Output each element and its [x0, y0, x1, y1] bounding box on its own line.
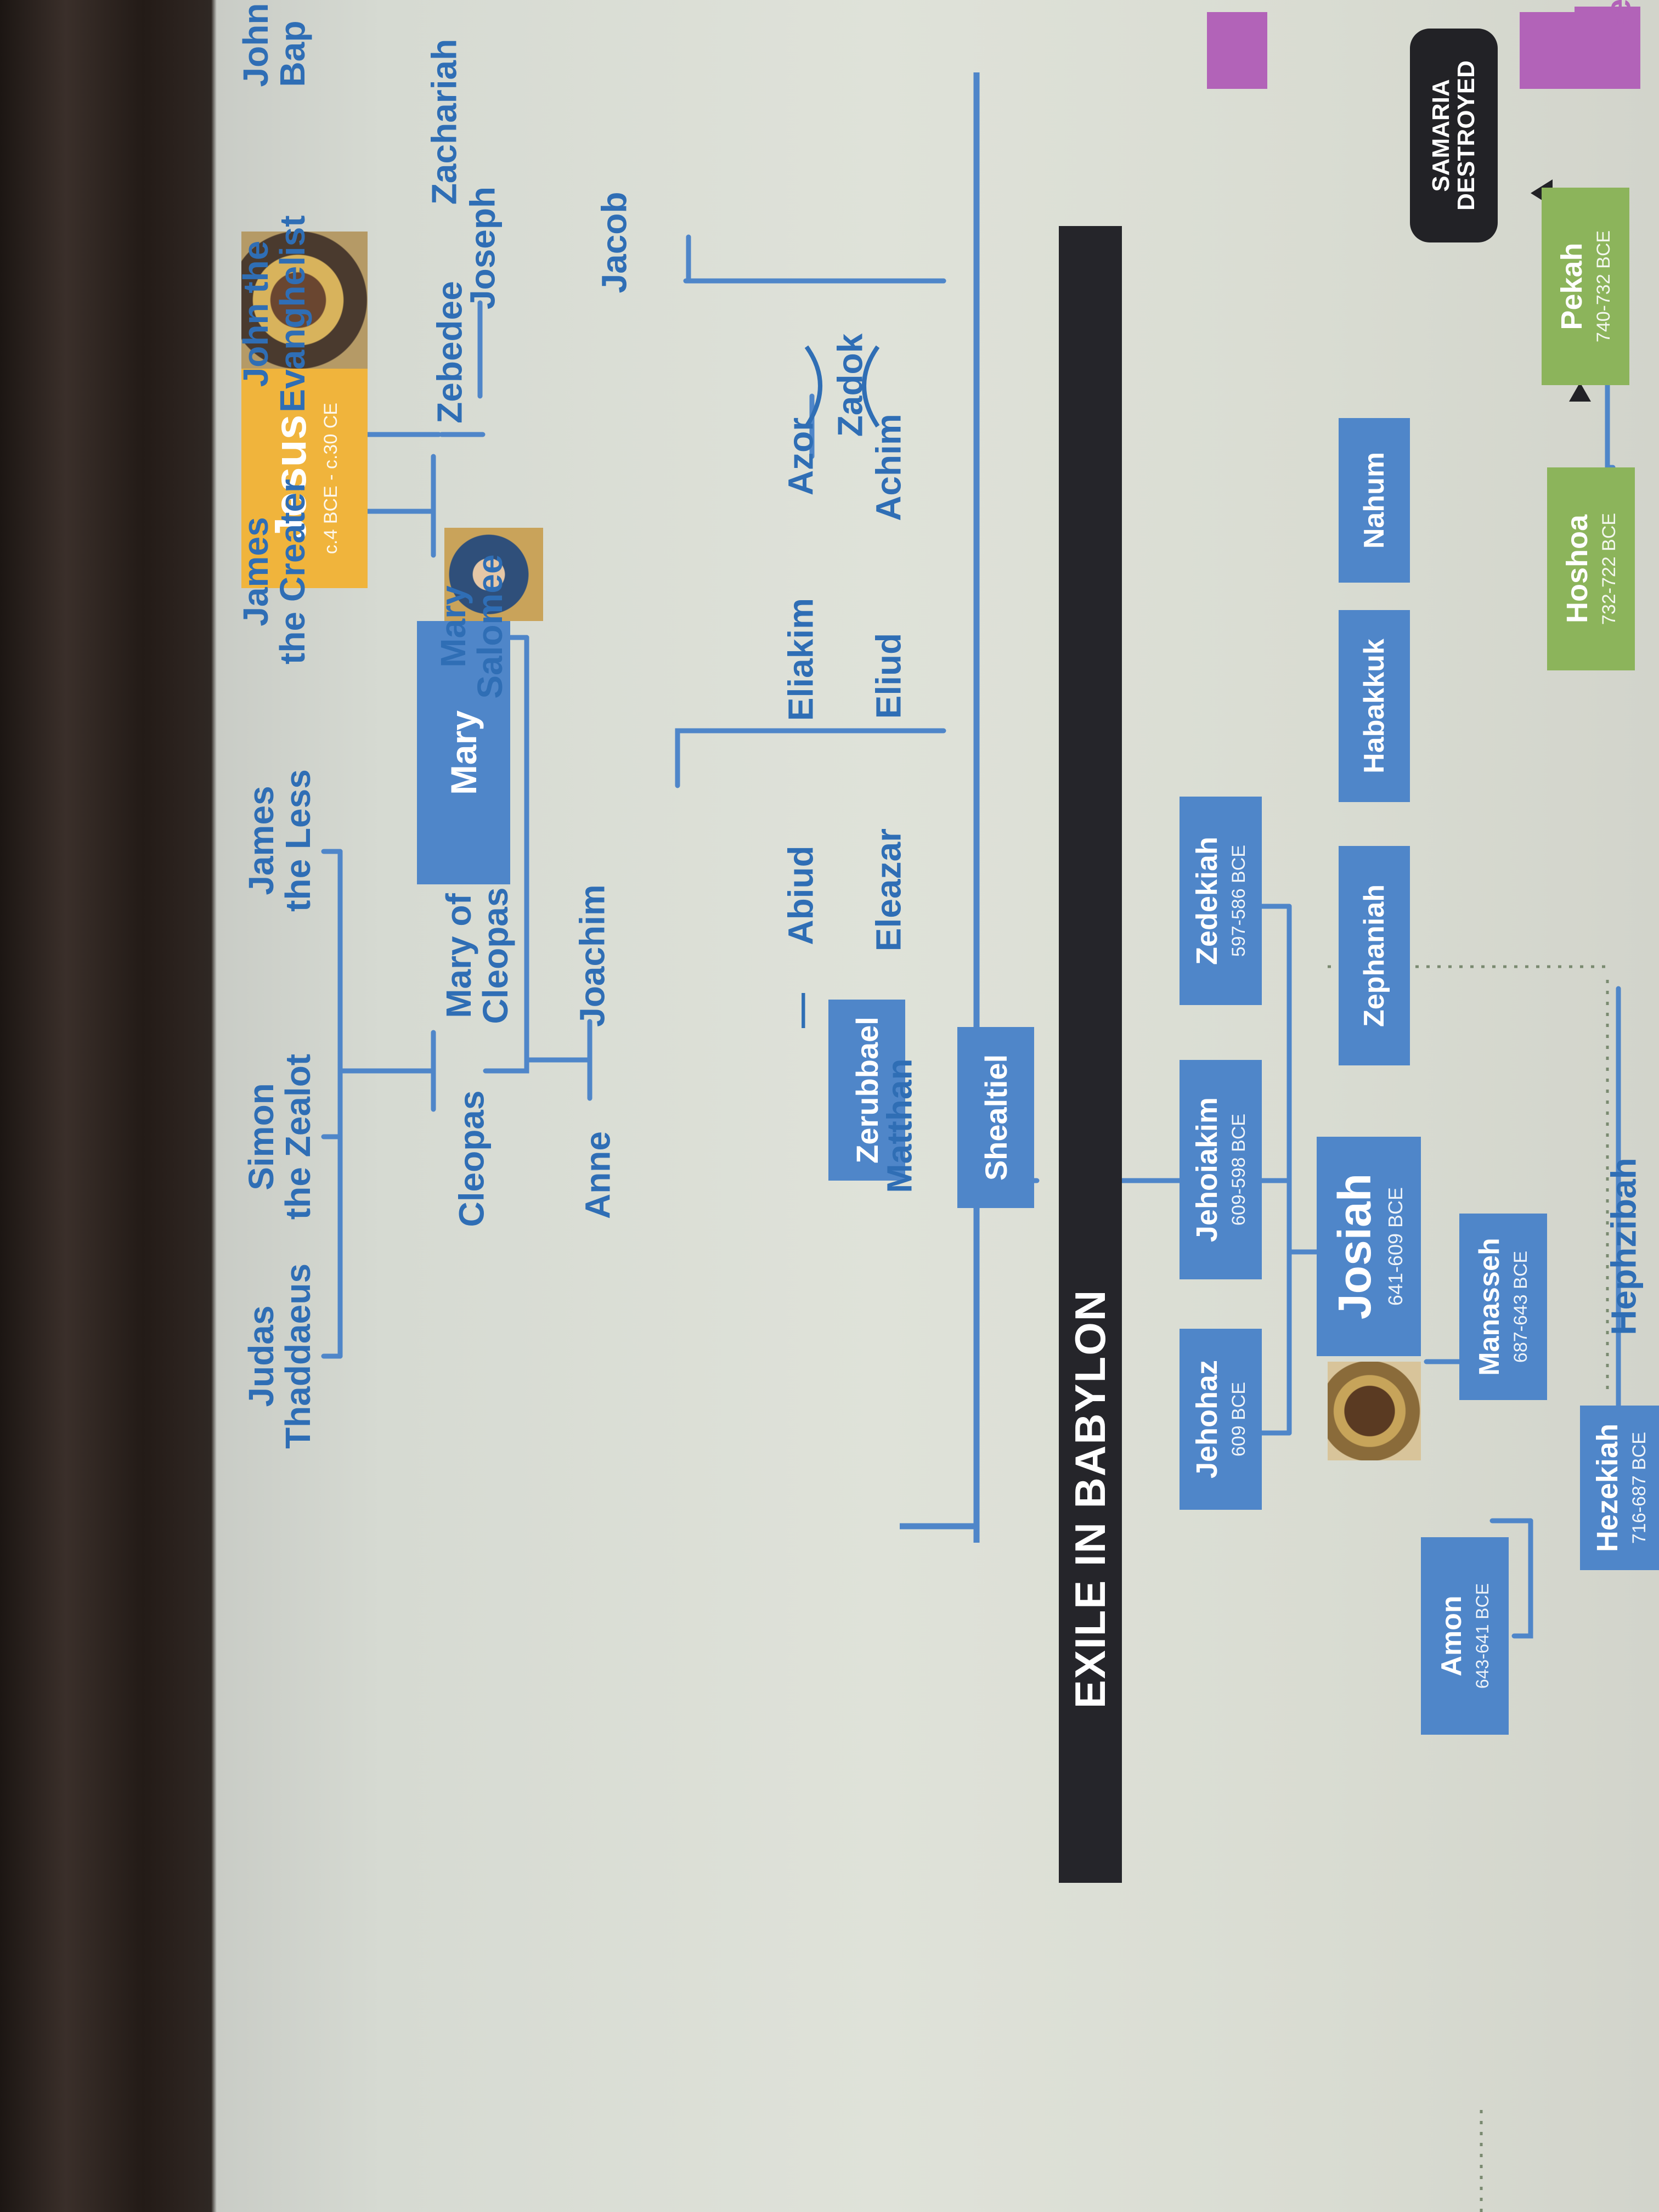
label-zachariah: Zachariah — [424, 38, 464, 205]
box-prophet-habakkuk: Habakkuk — [1339, 610, 1410, 802]
label-mary-of-cleopas: Mary of Cleopas — [438, 887, 515, 1024]
judas-l2: Thaddaeus — [278, 1263, 318, 1449]
amon-name: Amon — [1436, 1595, 1468, 1677]
box-josiah: Josiah 641-609 BCE — [1317, 1137, 1421, 1356]
josiah-name: Josiah — [1328, 1173, 1380, 1320]
label-azor: Azor — [781, 417, 821, 496]
label-abiud: Abiud — [781, 845, 821, 945]
amon-dates: 643-641 BCE — [1472, 1583, 1492, 1689]
exile-label: EXILE IN BABYLON — [1066, 1289, 1114, 1709]
label-simon-the-zealot: Simon the Zealot — [241, 1053, 318, 1220]
mary-of-cleopas-l1: Mary of — [438, 893, 478, 1018]
jehoiakim-name: Jehoiakim — [1190, 1097, 1224, 1243]
label-james-the-less: James the Less — [241, 769, 318, 912]
john-ev-l2: Evanghelist — [273, 215, 312, 413]
label-eliud: Eliud — [868, 633, 909, 719]
label-judas-thaddaeus: Judas Thaddaeus — [241, 1263, 318, 1449]
dash: — — [781, 993, 821, 1028]
box-pekah: Pekah 740-732 BCE — [1542, 188, 1629, 385]
box-samaria-destroyed: SAMARIA DESTROYED — [1410, 29, 1498, 242]
judas-l1: Judas — [241, 1305, 281, 1407]
box-hezekiah: Hezekiah 716-687 BCE — [1580, 1406, 1659, 1570]
label-hephzibah: Hephzibah — [1604, 1158, 1644, 1335]
samaria-line2: DESTROYED — [1453, 60, 1480, 211]
label-mary-salomee: Mary Salomee — [433, 554, 510, 699]
josiah-dates: 641-609 BCE — [1384, 1187, 1407, 1306]
mary-salomee-l1: Mary — [433, 585, 473, 668]
trunk-vertical — [900, 72, 980, 1543]
label-john-the-evanghelist: John the Evanghelist — [235, 215, 312, 413]
john-bap-l2: Bap — [273, 20, 312, 87]
box-hoshoa: Hoshoa 732-722 BCE — [1547, 467, 1635, 670]
zedekiah-dates: 597-586 BCE — [1228, 844, 1249, 957]
manasseh-dates: 687-643 BCE — [1510, 1250, 1531, 1363]
label-eliakim: Eliakim — [781, 597, 821, 721]
label-cleopas: Cleopas — [452, 1090, 492, 1227]
hoshoa-dates: 732-722 BCE — [1598, 512, 1620, 625]
pekah-name: Pekah — [1555, 242, 1589, 330]
james-gr-l2: the Creater — [273, 479, 312, 664]
label-jacob: Jacob — [594, 191, 634, 294]
label-achim: Achim — [868, 414, 909, 521]
jesus-dates: c.4 BCE - c.30 CE — [320, 403, 341, 554]
label-zebedee: Zebedee — [430, 281, 470, 424]
edge-label: ice — [1598, 0, 1638, 48]
box-prophet-zephaniah: Zephaniah — [1339, 846, 1410, 1065]
box-jehohaz: Jehohaz 609 BCE — [1180, 1329, 1262, 1510]
hoshoa-name: Hoshoa — [1561, 514, 1594, 624]
wire-joachim-children — [483, 717, 529, 1074]
label-zadok: Zadok — [830, 333, 870, 437]
john-bap-l1: John — [235, 3, 275, 87]
mary-of-cleopas-l2: Cleopas — [476, 887, 515, 1024]
simon-l1: Simon — [241, 1083, 281, 1190]
portrait-josiah — [1328, 1362, 1421, 1460]
jehoiakim-dates: 609-598 BCE — [1228, 1113, 1249, 1226]
john-ev-l1: John the — [235, 240, 275, 387]
label-john-baptist: John Bap — [235, 3, 312, 87]
box-jehoiakim: Jehoiakim 609-598 BCE — [1180, 1060, 1262, 1279]
label-anne: Anne — [578, 1131, 618, 1219]
box-zedekiah: Zedekiah 597-586 BCE — [1180, 797, 1262, 1005]
box-amon: Amon 643-641 BCE — [1421, 1537, 1509, 1735]
box-manasseh: Manasseh 687-643 BCE — [1459, 1214, 1547, 1400]
manasseh-name: Manasseh — [1474, 1238, 1506, 1376]
box-prophet-nahum: Nahum — [1339, 418, 1410, 583]
james-less-l2: the Less — [278, 769, 318, 912]
mary-salomee-l2: Salomee — [470, 554, 510, 699]
simon-l2: the Zealot — [278, 1053, 318, 1220]
hezekiah-dates: 716-687 BCE — [1628, 1431, 1650, 1544]
hezekiah-name: Hezekiah — [1591, 1423, 1624, 1553]
exile-in-babylon-bar: EXILE IN BABYLON — [1059, 226, 1122, 1883]
label-joseph: Joseph — [462, 186, 503, 310]
label-matthan: Matthan — [879, 1058, 919, 1193]
zedekiah-name: Zedekiah — [1190, 836, 1224, 966]
wire-mary-anne — [675, 728, 946, 788]
box-shealtiel: Shealtiel — [957, 1027, 1034, 1208]
pekah-dates: 740-732 BCE — [1593, 230, 1614, 343]
james-less-l1: James — [241, 786, 281, 895]
label-joachim: Joachim — [572, 884, 612, 1027]
wire-manasseh-amon — [1511, 1518, 1533, 1639]
label-james-the-creater: James the Creater — [235, 479, 312, 664]
james-gr-l1: James — [235, 517, 275, 627]
arrow-pekah — [1569, 382, 1591, 402]
zadok-brace — [804, 345, 880, 428]
jehohaz-dates: 609 BCE — [1228, 1381, 1249, 1457]
label-eleazar: Eleazar — [868, 828, 909, 952]
edge-block — [1207, 12, 1267, 89]
samaria-line1: SAMARIA — [1427, 79, 1454, 192]
jehohaz-name: Jehohaz — [1190, 1359, 1224, 1479]
